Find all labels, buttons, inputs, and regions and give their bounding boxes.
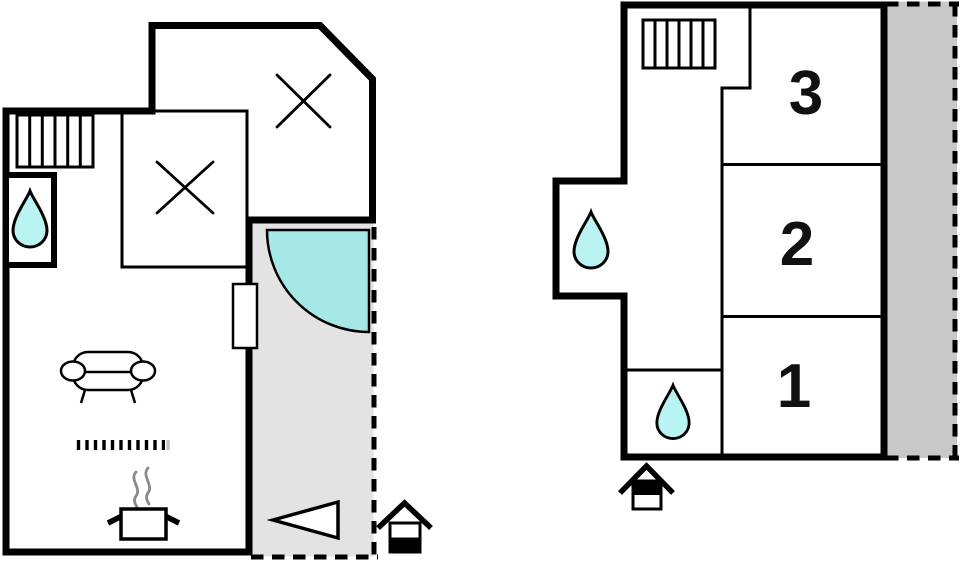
roof-window-x-icon bbox=[275, 73, 332, 129]
ground-floor-footprint bbox=[6, 25, 373, 552]
stairs-icon bbox=[641, 18, 717, 70]
room-label-3: 3 bbox=[789, 59, 823, 128]
door-leaf bbox=[231, 282, 259, 350]
room-label-2: 2 bbox=[780, 210, 814, 279]
water-drop-icon bbox=[11, 186, 49, 249]
sofa-icon bbox=[59, 350, 157, 404]
first-floor-plan: 3 2 1 bbox=[552, 1, 959, 511]
cooking-pot-icon bbox=[106, 466, 181, 541]
stairs-icon bbox=[15, 113, 95, 169]
door-swing-icon bbox=[265, 228, 371, 334]
kitchen-hob-dashes-icon bbox=[76, 440, 170, 450]
first-floor-walls bbox=[552, 1, 888, 461]
house-level-ground-icon bbox=[376, 499, 433, 554]
ground-floor-walls bbox=[2, 22, 376, 556]
water-drop-icon bbox=[655, 381, 691, 441]
terrace-area bbox=[885, 1, 957, 458]
interior-walls bbox=[621, 2, 884, 456]
ground-floor-plan bbox=[2, 22, 433, 560]
house-level-upper-icon bbox=[618, 462, 675, 511]
porch-dashed-boundary bbox=[251, 227, 378, 560]
terrace-dashed-boundary bbox=[886, 1, 959, 461]
roof-window-room bbox=[120, 109, 249, 269]
water-drop-icon bbox=[572, 207, 610, 270]
room-label-1: 1 bbox=[777, 352, 811, 421]
direction-triangle-icon bbox=[266, 499, 340, 541]
roof-window-x-icon bbox=[155, 160, 215, 215]
